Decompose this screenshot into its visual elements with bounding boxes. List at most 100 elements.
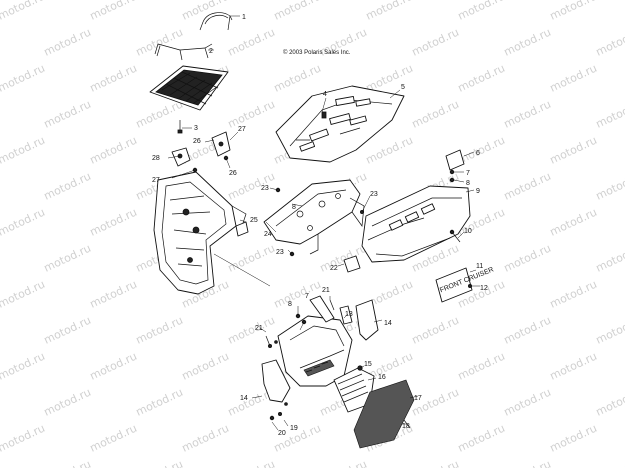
callout-13: 13: [345, 311, 353, 318]
watermark-text: motod.ru: [594, 26, 625, 59]
callout-21a: 21: [255, 325, 263, 332]
watermark-text: motod.ru: [502, 242, 553, 275]
leader-lines: [167, 15, 480, 431]
callout-15: 15: [364, 361, 372, 368]
callout-27b: 27: [152, 177, 160, 184]
fastener-4: [321, 111, 327, 119]
watermark-text: motod.ru: [42, 170, 93, 203]
watermark-text: motod.ru: [548, 0, 599, 23]
callout-28: 28: [152, 155, 160, 162]
watermark-text: motod.ru: [456, 62, 507, 95]
watermark-text: motod.ru: [272, 0, 323, 23]
watermark-text: motod.ru: [0, 278, 47, 311]
watermark-text: motod.ru: [0, 206, 47, 239]
callout-3: 3: [194, 125, 198, 132]
callout-7b: 7: [305, 293, 309, 300]
callout-14a: 14: [384, 320, 392, 327]
callout-18: 18: [402, 423, 410, 430]
watermark-text: motod.ru: [0, 26, 1, 59]
callout-numbers: 1 2 3 27 28 26 27 26 4 5 6 7 8 9 23 8 23…: [152, 14, 488, 437]
watermark-text: motod.ru: [226, 314, 277, 347]
callout-4: 4: [323, 91, 327, 98]
callout-20: 20: [278, 430, 286, 437]
bolt-3: [177, 120, 183, 134]
watermark-text: motod.ru: [180, 350, 231, 383]
watermark-text: motod.ru: [272, 62, 323, 95]
watermark-text: motod.ru: [594, 386, 625, 419]
watermark-text: motod.ru: [0, 386, 1, 419]
watermark-text: motod.ru: [88, 422, 139, 455]
mesh-screen-17: [353, 379, 415, 449]
side-panel-right: [355, 299, 379, 341]
watermark-text: motod.ru: [502, 386, 553, 419]
frame: [153, 171, 271, 295]
lower-skid-guard: [277, 295, 353, 387]
callout-11: 11: [476, 263, 483, 270]
watermark-text: motod.ru: [226, 458, 277, 468]
callout-25: 25: [250, 217, 258, 224]
watermark-text: motod.ru: [180, 0, 231, 23]
watermark-text: motod.ru: [226, 98, 277, 131]
callout-17: 17: [414, 395, 422, 402]
callout-12: 12: [480, 285, 488, 292]
watermark-text: motod.ru: [364, 0, 415, 23]
watermark-text: motod.ru: [88, 0, 139, 23]
watermark-text: motod.ru: [42, 314, 93, 347]
side-panel-left: [261, 359, 291, 403]
watermark-text: motod.ru: [134, 26, 185, 59]
callout-23a: 23: [261, 185, 269, 192]
watermark-text: motod.ru: [594, 242, 625, 275]
watermark-text: motod.ru: [88, 62, 139, 95]
callout-8a: 8: [466, 180, 470, 187]
watermark-text: motod.ru: [318, 242, 369, 275]
spacer-25: [235, 221, 249, 237]
watermark-text: motod.ru: [42, 98, 93, 131]
callout-8b: 8: [292, 204, 296, 211]
watermark-text: motod.ru: [456, 0, 507, 23]
watermark-text: motod.ru: [134, 458, 185, 468]
callout-9: 9: [476, 188, 480, 195]
callout-8c: 8: [288, 301, 292, 308]
watermark-text: motod.ru: [42, 458, 93, 468]
callout-23c: 23: [276, 249, 284, 256]
watermark-text: motod.ru: [594, 458, 625, 468]
watermark-text: motod.ru: [548, 206, 599, 239]
watermark-text: motod.ru: [548, 278, 599, 311]
watermark-text: motod.ru: [548, 134, 599, 167]
callout-5: 5: [401, 84, 405, 91]
callout-16: 16: [378, 374, 386, 381]
watermark-text: motod.ru: [410, 458, 461, 468]
watermark-text: motod.ru: [0, 98, 1, 131]
watermark-text: motod.ru: [42, 386, 93, 419]
callout-26a: 26: [193, 138, 201, 145]
rack-support: [154, 43, 213, 61]
watermark-text: motod.ru: [410, 386, 461, 419]
watermark-text: motod.ru: [364, 134, 415, 167]
watermark-text: motod.ru: [502, 26, 553, 59]
watermark-text: motod.ru: [88, 134, 139, 167]
watermark-text: motod.ru: [0, 62, 47, 95]
watermark-text: motod.ru: [226, 242, 277, 275]
callout-26b: 26: [229, 170, 237, 177]
callout-10: 10: [464, 228, 472, 235]
watermark-text: motod.ru: [594, 314, 625, 347]
watermark-text: motod.ru: [410, 26, 461, 59]
watermark-text: motod.ru: [134, 386, 185, 419]
watermark-text: motod.ru: [0, 422, 47, 455]
decal-22: [343, 255, 361, 273]
watermark-text: motod.ru: [88, 278, 139, 311]
watermark-text: motod.ru: [0, 170, 1, 203]
callout-2: 2: [209, 48, 213, 55]
callout-21b: 21: [322, 287, 330, 294]
watermark-text: motod.ru: [410, 314, 461, 347]
callout-14b: 14: [240, 395, 248, 402]
bumper-mount-bracket: [263, 179, 365, 255]
front-rack: [149, 65, 229, 111]
callout-27a: 27: [238, 126, 246, 133]
watermark-text: motod.ru: [502, 170, 553, 203]
watermark-text: motod.ru: [42, 242, 93, 275]
watermark-text: motod.ru: [456, 422, 507, 455]
watermark-text: motod.ru: [548, 422, 599, 455]
watermark-text: motod.ru: [456, 350, 507, 383]
